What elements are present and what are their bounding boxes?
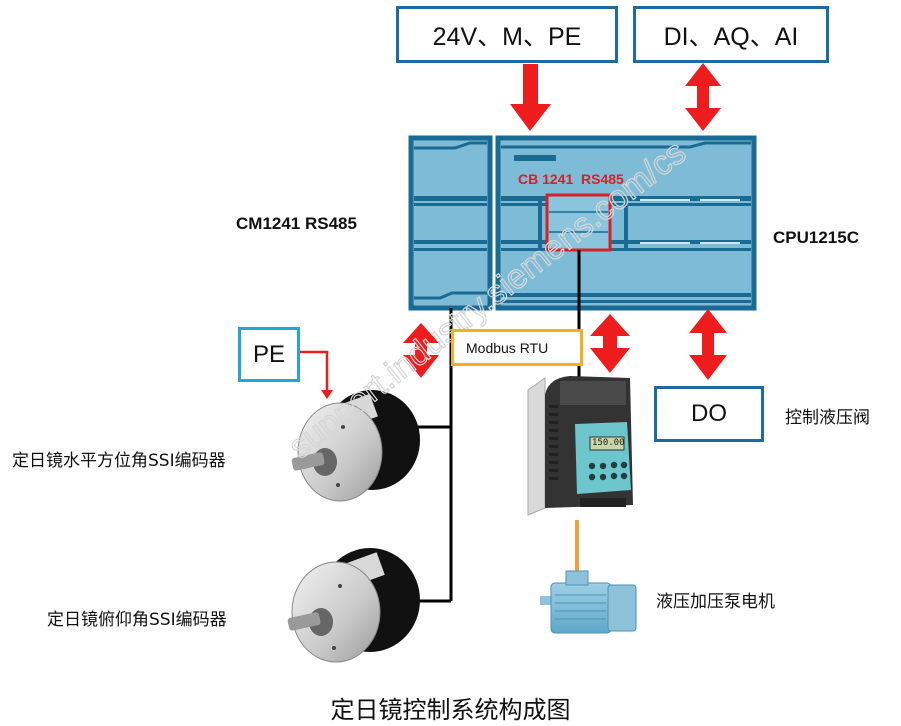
do-arrow-bidirectional bbox=[689, 309, 727, 380]
cpu1215c-label: CPU1215C bbox=[773, 228, 859, 247]
modbus-rtu-label: Modbus RTU bbox=[466, 339, 549, 356]
do-box: DO bbox=[654, 386, 764, 442]
cpu1215c-module bbox=[495, 135, 757, 311]
encoder-elevation-label: 定日镜俯仰角SSI编码器 bbox=[47, 610, 227, 630]
cm-arrow-bidirectional bbox=[403, 323, 439, 378]
io-signals-label: DI、AQ、AI bbox=[663, 22, 799, 51]
diagram-title: 定日镜控制系统构成图 bbox=[330, 696, 571, 724]
encoder-azimuth-label: 定日镜水平方位角SSI编码器 bbox=[12, 451, 226, 471]
power-supply-box: 24V、M、PE bbox=[396, 6, 618, 63]
pe-box: PE bbox=[238, 327, 300, 382]
encoder-azimuth-image bbox=[291, 390, 420, 502]
hydraulic-pump-motor-image bbox=[540, 570, 637, 634]
vfd-inverter-image bbox=[527, 376, 633, 516]
do-label: DO bbox=[691, 400, 727, 427]
pe-label: PE bbox=[252, 340, 285, 368]
encoder-elevation-image bbox=[287, 548, 420, 663]
cm1241-label: CM1241 RS485 bbox=[236, 214, 357, 233]
io-arrow-bidirectional bbox=[685, 63, 721, 131]
motor-label: 液压加压泵电机 bbox=[656, 592, 775, 612]
io-signals-box: DI、AQ、AI bbox=[633, 6, 829, 63]
power-arrow-down bbox=[510, 64, 551, 131]
cm1241-module bbox=[408, 135, 493, 311]
pe-ground-arrow bbox=[299, 350, 333, 399]
cb1241-board bbox=[545, 193, 612, 252]
power-supply-label: 24V、M、PE bbox=[432, 22, 582, 51]
vfd-arrow-bidirectional bbox=[590, 314, 630, 373]
hydraulic-valve-label: 控制液压阀 bbox=[785, 408, 870, 428]
vfd-display: 150.00 bbox=[592, 438, 625, 448]
modbus-rtu-box: Modbus RTU bbox=[451, 329, 583, 366]
cb1241-label: CB 1241 RS485 bbox=[518, 171, 624, 187]
